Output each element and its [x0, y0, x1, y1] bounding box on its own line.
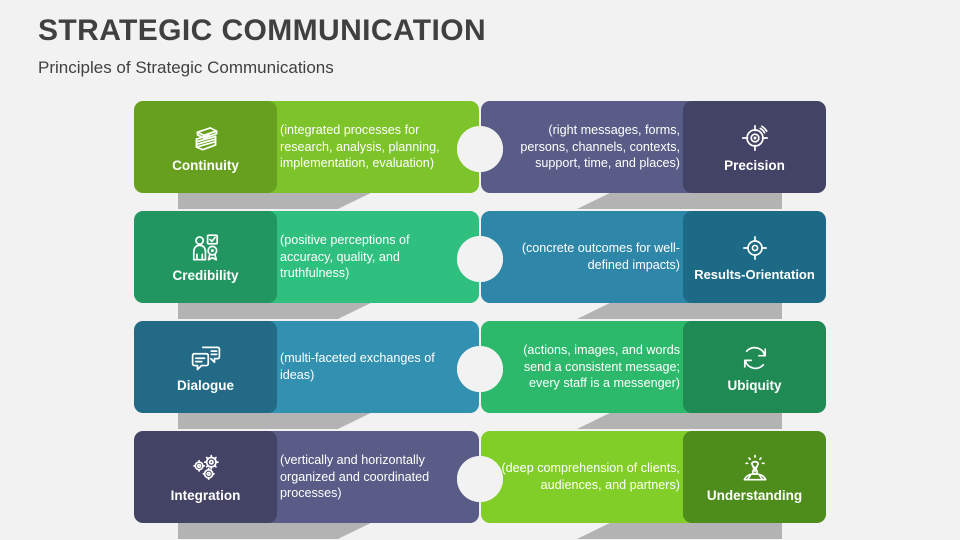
label-title: Results-Orientation [694, 267, 815, 283]
label-title: Continuity [172, 157, 239, 173]
target-crosshair-icon [738, 121, 772, 155]
description-text: (multi-faceted exchanges of ideas) [280, 351, 435, 382]
description-text: (integrated processes for research, anal… [280, 122, 440, 171]
principle-card-results-orientation[interactable]: (concrete outcomes for well-defined impa… [457, 211, 826, 319]
description-text: (positive perceptions of accuracy, quali… [280, 232, 410, 281]
label-block-continuity[interactable]: Continuity [134, 101, 277, 193]
crosshair-dot-icon [738, 231, 772, 265]
connector-notch [457, 346, 503, 392]
connector-notch [457, 456, 503, 502]
label-block-understanding[interactable]: Understanding [683, 431, 826, 523]
principles-row: (positive perceptions of accuracy, quali… [0, 211, 960, 319]
description-text: (concrete outcomes for well-defined impa… [521, 241, 680, 272]
label-title: Credibility [172, 267, 239, 283]
label-block-results-orientation[interactable]: Results-Orientation [683, 211, 826, 303]
label-title: Precision [724, 157, 785, 173]
principle-card-credibility[interactable]: (positive perceptions of accuracy, quali… [134, 211, 503, 319]
principle-card-dialogue[interactable]: (multi-faceted exchanges of ideas) Dialog… [134, 321, 503, 429]
page-subtitle: Principles of Strategic Communications [38, 57, 334, 77]
principles-row: (vertically and horizontally organized a… [0, 431, 960, 539]
page-title: STRATEGIC COMMUNICATION [38, 14, 487, 47]
connector-notch [457, 236, 503, 282]
label-block-credibility[interactable]: Credibility [134, 211, 277, 303]
description-text: (actions, images, and words send a consi… [523, 342, 680, 391]
label-block-integration[interactable]: Integration [134, 431, 277, 523]
connector-notch [457, 126, 503, 172]
label-block-precision[interactable]: Precision [683, 101, 826, 193]
principles-row: (integrated processes for research, anal… [0, 101, 960, 209]
gears-icon [189, 451, 223, 485]
principle-card-understanding[interactable]: (deep comprehension of clients, audience… [457, 431, 826, 539]
principle-card-continuity[interactable]: (integrated processes for research, anal… [134, 101, 503, 209]
principle-card-integration[interactable]: (vertically and horizontally organized a… [134, 431, 503, 539]
stacked-books-icon [189, 121, 223, 155]
description-text: (right messages, forms, persons, channel… [520, 122, 680, 171]
label-block-dialogue[interactable]: Dialogue [134, 321, 277, 413]
principles-row: (multi-faceted exchanges of ideas) Dialog… [0, 321, 960, 429]
description-text: (deep comprehension of clients, audience… [501, 461, 680, 492]
label-title: Understanding [706, 487, 803, 503]
principle-card-ubiquity[interactable]: (actions, images, and words send a consi… [457, 321, 826, 429]
person-lightbulb-idea-icon [738, 451, 772, 485]
principle-card-precision[interactable]: (right messages, forms, persons, channel… [457, 101, 826, 209]
person-award-check-icon [189, 231, 223, 265]
header: STRATEGIC COMMUNICATION Principles of St… [38, 14, 486, 78]
label-block-ubiquity[interactable]: Ubiquity [683, 321, 826, 413]
description-text: (vertically and horizontally organized a… [280, 452, 430, 501]
label-title: Integration [170, 487, 241, 503]
label-title: Dialogue [176, 377, 234, 393]
refresh-cycle-icon [738, 341, 772, 375]
label-title: Ubiquity [727, 377, 782, 393]
speech-bubbles-icon [189, 341, 223, 375]
